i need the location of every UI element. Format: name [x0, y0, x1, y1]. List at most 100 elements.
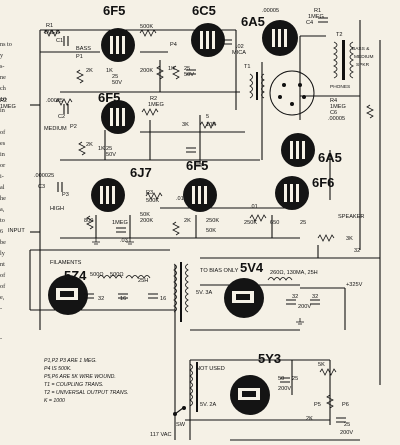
lbl-2k-d: 2K: [306, 416, 313, 422]
lbl-p5: P5: [314, 402, 321, 408]
lbl-bass-medium: BASS &: [352, 46, 370, 52]
component-labels: R1 1MEG C1 BASS P1 2K 1K 25 50V 500K 200…: [0, 8, 373, 438]
lbl-1k-a: 1K: [106, 68, 113, 74]
tube-5z4: [48, 275, 88, 315]
lbl-02: .02: [236, 44, 244, 50]
lbl-3k-a: 3K: [182, 122, 189, 128]
lbl-p6: P6: [342, 402, 349, 408]
label-6j7: 6J7: [130, 165, 152, 180]
lbl-325v: +325V: [346, 282, 363, 288]
lbl-250k: 250K: [206, 218, 219, 224]
capacitors: [57, 17, 346, 423]
col-line-21: of: [0, 272, 6, 279]
col-line-18: be: [0, 239, 6, 246]
lbl-high: HIGH: [50, 206, 64, 212]
col-line-3: ne: [0, 74, 6, 81]
tube-6a5-mid: [281, 133, 315, 167]
lbl-800: 800: [84, 218, 93, 224]
lbl-00005-top: .00005: [262, 8, 279, 14]
lbl-10k: 10K: [206, 122, 216, 128]
lbl-500k-b: 500K: [146, 198, 159, 204]
lbl-1meg-b: 1MEG: [112, 220, 128, 226]
lbl-01-a: .01: [176, 196, 184, 202]
lbl-r3: R3: [146, 190, 153, 196]
resistors: [43, 29, 374, 409]
lbl-c4: C4: [306, 20, 313, 26]
lbl-sw: SW: [176, 422, 186, 428]
lbl-25h: 25H: [138, 278, 148, 284]
lbl-bass: BASS: [76, 46, 91, 52]
lbl-117vac: 117 VAC: [150, 432, 172, 438]
label-6c5: 6C5: [192, 3, 216, 18]
lbl-r2b: R2: [150, 96, 157, 102]
lbl-c3: C3: [38, 184, 45, 190]
tube-6a5-top: [262, 20, 298, 56]
lbl-2k-c: 2K: [184, 218, 191, 224]
lbl-1meg-r4: 1MEG: [330, 104, 346, 110]
lbl-phones: PHONES: [330, 84, 350, 90]
col-line-19: ly: [0, 250, 6, 257]
lbl-500-a: 500Ω: [90, 272, 104, 278]
note-line-3: P5,P6 ARE 5K WIRE WOUND.: [44, 374, 116, 380]
lbl-00005-r4: .00005: [328, 116, 345, 122]
col-line-22: of: [0, 283, 6, 290]
lbl-500k: 500K: [140, 24, 153, 30]
col-line-5: 10: [0, 96, 6, 103]
lbl-01-b: .01: [250, 204, 258, 210]
lbl-5v-3a: 5V. 3A: [196, 290, 213, 296]
lbl-c2: C2: [58, 114, 65, 120]
lbl-1k-c: 1K: [98, 146, 105, 152]
lbl-r1: R1: [46, 23, 53, 29]
lbl-50k-a: 50K: [140, 212, 150, 218]
lbl-650: 650: [270, 220, 279, 226]
lbl-5v-2a: 5V. 2A: [200, 402, 217, 408]
lbl-25-f: 25: [344, 422, 350, 428]
lbl-50k-b: 50K: [206, 228, 216, 234]
lbl-50v-b: 50V: [184, 72, 194, 78]
col-line-10: in: [0, 151, 5, 158]
wiring: [29, 20, 381, 441]
chokes: [97, 275, 293, 281]
power-transformer-2: [189, 362, 198, 412]
col-line-12: i-: [0, 173, 4, 180]
tubes: [48, 20, 315, 415]
col-line-16: to: [0, 217, 5, 224]
label-6a5-mid: 6A5: [318, 150, 342, 165]
tube-6f5-mid: [101, 100, 135, 134]
col-line-15: a,: [0, 206, 5, 213]
lbl-25-e: 25: [292, 376, 298, 382]
lbl-50: 50: [278, 376, 284, 382]
col-line-24: -: [0, 305, 2, 312]
note-line-6: K = 1000: [44, 398, 65, 404]
lbl-not-used: NOT USED: [196, 366, 225, 372]
lbl-25-d: 25: [300, 220, 306, 226]
col-line-2: s-: [0, 63, 4, 70]
lbl-speaker: SPEAKER: [338, 214, 364, 220]
ground-symbols: [92, 160, 304, 325]
lbl-r4: R4: [330, 98, 337, 104]
tube-6f6: [275, 176, 309, 210]
lbl-32-c: 32: [312, 294, 318, 300]
lbl-5k: 5K: [318, 362, 325, 368]
power-switch: [173, 406, 186, 416]
label-5v4: 5V4: [240, 260, 264, 275]
lbl-3k-b: 3K: [346, 236, 353, 242]
tube-6f5-top: [101, 28, 135, 62]
lbl-1meg-r2: 1MEG: [0, 104, 16, 110]
lbl-50v-c: 50V: [106, 152, 116, 158]
note-line-4: T1 = COUPLING TRANS.: [44, 382, 104, 388]
col-line-6: in: [0, 107, 5, 114]
label-5y3: 5Y3: [258, 351, 281, 366]
lbl-2k-a: 2K: [86, 68, 93, 74]
col-line-0: ns to: [0, 41, 12, 48]
lbl-000025: .000025: [34, 173, 54, 179]
lbl-200k: 200K: [140, 68, 153, 74]
col-line-13: al: [0, 184, 5, 191]
note-line-1: P1,P2 P3 ARE 1 MEG.: [44, 358, 97, 364]
lbl-1meg-r2b: 1MEG: [148, 102, 164, 108]
lbl-2k-b: 2K: [86, 142, 93, 148]
notes-block: P1,P2 P3 ARE 1 MEG. P4 IS 500K. P5,P6 AR…: [44, 358, 129, 404]
lbl-c6: C6: [330, 110, 337, 116]
label-5z4: 5Z4: [64, 268, 87, 283]
